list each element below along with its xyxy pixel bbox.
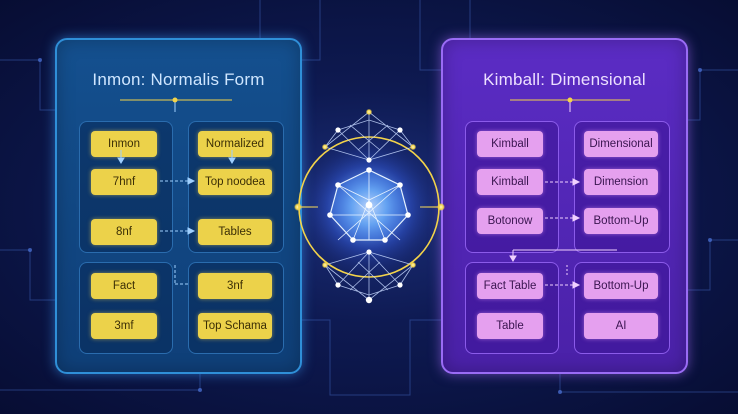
kimball-box-bottom-up: Bottom-Up [584, 208, 658, 234]
kimball-box-botonow: Botonow [477, 208, 543, 234]
kimball-box-bottom-up-2: Bottom-Up [584, 273, 658, 299]
inmon-box-3mf: 3mf [91, 313, 157, 339]
inmon-box-inmon: Inmon [91, 131, 157, 157]
kimball-box-dimensional: Dimensional [584, 131, 658, 157]
inmon-box-top-schama: Top Schama [198, 313, 272, 339]
inmon-box-normalized: Normalized [198, 131, 272, 157]
inmon-box-7hnf: 7hnf [91, 169, 157, 195]
kimball-box-kimball-2: Kimball [477, 169, 543, 195]
kimball-box-kimball: Kimball [477, 131, 543, 157]
inmon-box-top-noodea: Top noodea [198, 169, 272, 195]
inmon-box-fact: Fact [91, 273, 157, 299]
inmon-box-8nf: 8nf [91, 219, 157, 245]
inmon-box-3nf: 3nf [198, 273, 272, 299]
kimball-panel-title: Kimball: Dimensional [483, 70, 646, 89]
inmon-panel-title: Inmon: Normalis Form [92, 70, 265, 89]
inmon-box-tables: Tables [198, 219, 272, 245]
kimball-box-dimension: Dimension [584, 169, 658, 195]
kimball-box-fact-table: Fact Table [477, 273, 543, 299]
kimball-box-ai: AI [584, 313, 658, 339]
central-network-hub [298, 108, 440, 304]
kimball-panel: Kimball: Dimensional Kimball Dimensional… [441, 38, 688, 374]
kimball-box-table: Table [477, 313, 543, 339]
